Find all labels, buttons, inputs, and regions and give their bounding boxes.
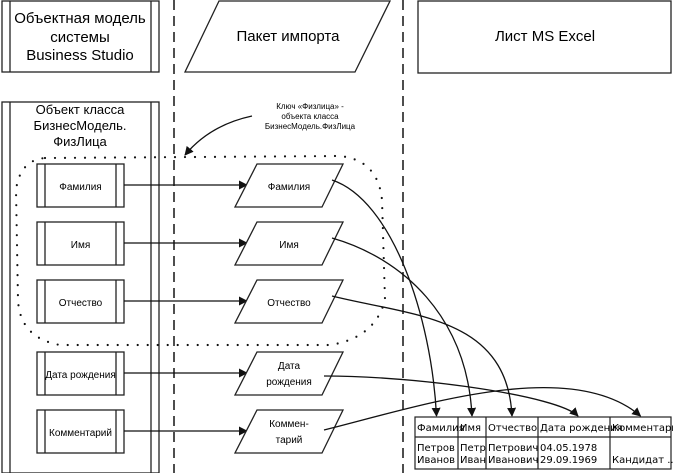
excel-sheet-header: Лист MS Excel bbox=[417, 0, 672, 74]
excel-data-cell[interactable]: Петрович bbox=[488, 443, 538, 454]
package-field-label: Коммен- bbox=[269, 419, 309, 430]
attribute-label: Дата рождения bbox=[45, 370, 116, 381]
excel-data-cell[interactable]: 29.09.1969 bbox=[540, 455, 597, 466]
excel-data-cell[interactable]: Кандидат ... bbox=[612, 455, 673, 466]
excel-header-cell[interactable]: Фамилия bbox=[417, 423, 465, 434]
excel-data-cell[interactable]: 04.05.1978 bbox=[540, 443, 597, 454]
business-studio-title-line-3: Business Studio bbox=[26, 47, 134, 64]
attribute-box[interactable]: Дата рождения bbox=[36, 351, 125, 396]
attribute-box[interactable]: Фамилия bbox=[36, 163, 125, 208]
package-field-label: Дата bbox=[278, 361, 301, 372]
key-annotation: Ключ «Физлица» - объекта класса БизнесМо… bbox=[184, 102, 356, 156]
package-to-excel-curve bbox=[323, 375, 579, 417]
package-field[interactable]: Фамилия bbox=[233, 163, 345, 208]
excel-data-cell[interactable]: Иванов bbox=[417, 455, 455, 466]
object-class-title-line-1: Объект класса bbox=[36, 102, 126, 117]
excel-data-cell[interactable]: Петр bbox=[460, 443, 486, 454]
excel-header-cell[interactable]: Отчество bbox=[488, 423, 537, 434]
attribute-label: Отчество bbox=[59, 298, 103, 309]
package-field-label: Имя bbox=[279, 240, 298, 251]
mapping-curves bbox=[323, 179, 642, 431]
excel-data-cell[interactable]: Петров bbox=[417, 443, 455, 454]
package-field-label: тарий bbox=[276, 435, 303, 446]
package-to-excel-curve bbox=[331, 179, 441, 417]
package-field[interactable]: Коммен-тарий bbox=[233, 409, 345, 454]
business-studio-title-line-2: системы bbox=[50, 29, 110, 46]
package-field-label: Отчество bbox=[267, 298, 311, 309]
attribute-label: Имя bbox=[71, 240, 90, 251]
package-field-label: Фамилия bbox=[268, 182, 310, 193]
package-field[interactable]: Имя bbox=[233, 221, 345, 266]
import-package-title: Пакет импорта bbox=[237, 28, 341, 45]
package-to-excel-curve bbox=[331, 237, 477, 417]
key-annotation-arrow bbox=[184, 115, 253, 156]
attribute-label: Фамилия bbox=[59, 182, 101, 193]
attribute-box[interactable]: Комментарий bbox=[36, 409, 125, 454]
package-field[interactable]: Дата рождения bbox=[233, 351, 345, 396]
package-to-excel-curve bbox=[331, 295, 517, 417]
excel-header-cell[interactable]: Дата рождения bbox=[540, 423, 623, 434]
excel-header-cell[interactable]: Комментарий bbox=[612, 423, 673, 434]
object-class-title-line-2: БизнесМодель. bbox=[34, 118, 127, 133]
excel-header-cell[interactable]: Имя bbox=[460, 423, 481, 434]
business-studio-header: Объектная модель системы Business Studio bbox=[1, 0, 160, 73]
key-annotation-line-2: объекта класса bbox=[281, 112, 339, 121]
excel-data-cell[interactable]: Иван bbox=[460, 455, 486, 466]
attribute-box[interactable]: Отчество bbox=[36, 279, 125, 324]
key-annotation-line-1: Ключ «Физлица» - bbox=[276, 102, 344, 111]
key-annotation-line-3: БизнесМодель.ФизЛица bbox=[265, 122, 356, 131]
excel-sheet-title: Лист MS Excel bbox=[495, 28, 595, 45]
package-field-label: рождения bbox=[266, 377, 312, 388]
object-class-container: Объект класса БизнесМодель. ФизЛица bbox=[1, 101, 160, 473]
attribute-box[interactable]: Имя bbox=[36, 221, 125, 266]
package-field[interactable]: Отчество bbox=[233, 279, 345, 324]
attribute-label: Комментарий bbox=[49, 428, 112, 439]
import-package-header: Пакет импорта bbox=[183, 0, 392, 73]
excel-data-cell[interactable]: Иванович bbox=[488, 455, 538, 466]
object-class-title-line-3: ФизЛица bbox=[53, 134, 107, 149]
business-studio-title-line-1: Объектная модель bbox=[14, 10, 146, 27]
package-to-excel-curve bbox=[323, 387, 642, 431]
